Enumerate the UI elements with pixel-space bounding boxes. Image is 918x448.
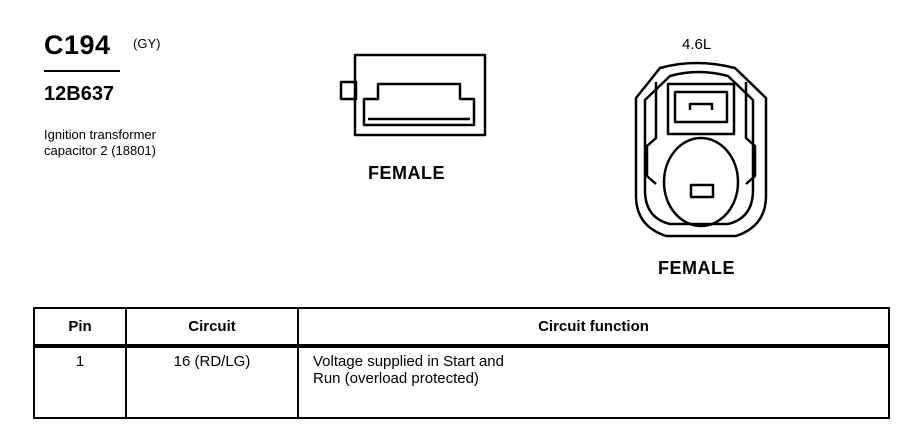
function-line: Run (overload protected)	[313, 370, 479, 387]
description-line: Ignition transformer	[44, 127, 156, 142]
connector-description: Ignition transformer capacitor 2 (18801)	[44, 127, 244, 159]
description-line: capacitor 2 (18801)	[44, 143, 157, 158]
column-header-circuit: Circuit	[125, 307, 299, 348]
gender-label: FEMALE	[368, 163, 445, 183]
pin-table: Pin Circuit Circuit function 1 16 (RD/LG…	[33, 307, 890, 419]
connector-id: C194	[44, 30, 111, 60]
connector-face-view-2	[634, 61, 768, 238]
circuit-function-cell: Voltage supplied in Start and Run (overl…	[297, 345, 890, 419]
engine-variant-label: 4.6L	[682, 36, 712, 53]
part-number: 12B637	[44, 83, 115, 105]
column-header-circuit-function: Circuit function	[297, 307, 890, 348]
wire-color-code: (GY)	[133, 36, 161, 51]
gender-label: FEMALE	[658, 258, 735, 278]
title-underline	[44, 70, 120, 72]
pin-cell: 1	[33, 345, 127, 419]
column-header-pin: Pin	[33, 307, 127, 348]
table-row: 1 16 (RD/LG) Voltage supplied in Start a…	[33, 345, 890, 419]
function-line: Voltage supplied in Start and	[313, 353, 504, 370]
circuit-cell: 16 (RD/LG)	[125, 345, 299, 419]
connector-face-view-1	[339, 53, 487, 137]
table-header-row: Pin Circuit Circuit function	[33, 307, 890, 348]
